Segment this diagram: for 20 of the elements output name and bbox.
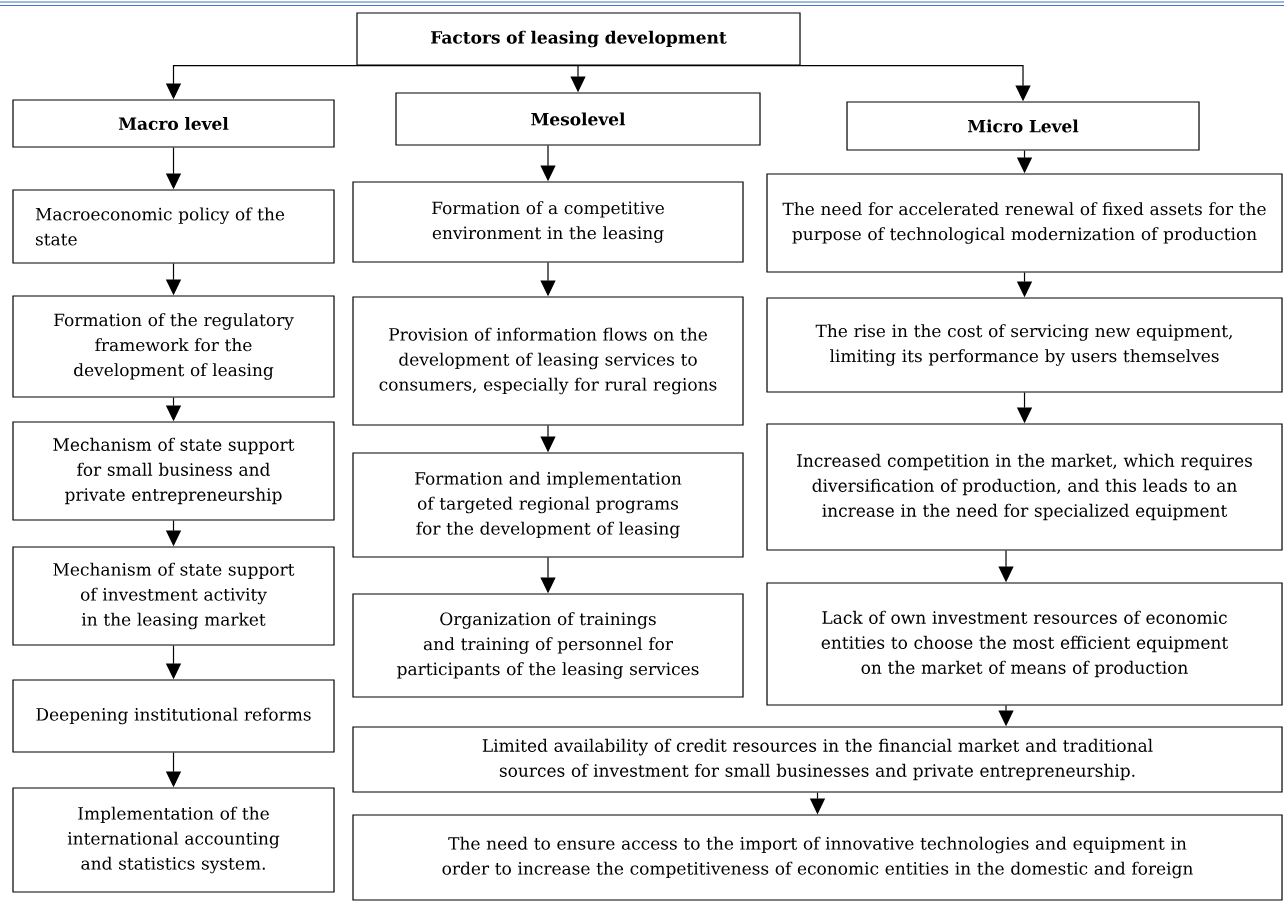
factor-box: The rise in the cost of servicing new equipment, limiting its performance by users themselves <box>766 297 1283 393</box>
factor-box: Deepening institutional reforms <box>12 679 335 753</box>
factor-box: Formation of a competitive environment in the leasing <box>352 181 744 263</box>
level-box: Macro level <box>12 99 335 148</box>
factor-box: Lack of own investment resources of economic entities to choose the most efficient equipment on the market of means of production <box>766 582 1283 706</box>
factor-box: The need to ensure access to the import of innovative technologies and equipment in order to increase the competitiveness of economic entities in the domestic and foreign <box>352 814 1283 901</box>
factor-box: Increased competition in the market, which requires diversification of production, and this leads to an increase in the need for specialized equipment <box>766 423 1283 551</box>
factor-box: Limited availability of credit resources in the financial market and traditional sources of investment for small businesses and private entrepreneurship. <box>352 726 1283 793</box>
factor-box: Macroeconomic policy of the state <box>12 189 335 264</box>
level-box: Mesolevel <box>395 92 761 146</box>
level-box: Micro Level <box>846 101 1200 151</box>
heading-box: Factors of leasing development <box>356 12 801 66</box>
factor-box: Provision of information flows on the development of leasing services to consumers, especially for rural regions <box>352 296 744 426</box>
factor-box: Implementation of the international accounting and statistics system. <box>12 787 335 893</box>
factor-box: The need for accelerated renewal of fixed assets for the purpose of technological modernization of production <box>766 173 1283 273</box>
factor-box: Formation and implementation of targeted regional programs for the development of leasing <box>352 452 744 558</box>
factor-box: Mechanism of state support of investment activity in the leasing market <box>12 546 335 646</box>
factor-box: Organization of trainings and training of personnel for participants of the leasing services <box>352 593 744 698</box>
factor-box: Formation of the regulatory framework for the development of leasing <box>12 295 335 398</box>
factor-box: Mechanism of state support for small business and private entrepreneurship <box>12 421 335 521</box>
